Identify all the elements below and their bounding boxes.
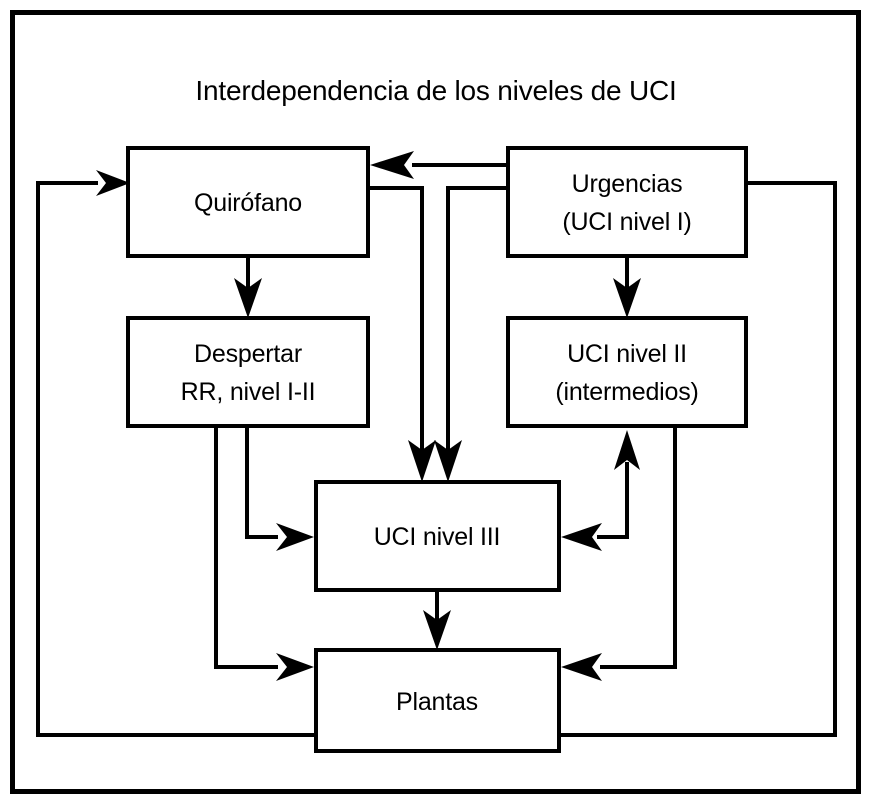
edge-despertar-to-plantas [214,426,314,681]
node-quirofano[interactable]: Quirófano [126,146,370,258]
arrow-head-icon [408,440,436,482]
edge-despertar-to-uci3 [245,426,314,551]
edge-urgencias-to-quirofano [370,151,508,179]
arrow-head-icon [561,523,602,551]
node-despertar-box[interactable] [126,316,370,428]
arrow-head-icon [561,653,602,681]
edge-uci2-to-plantas [561,426,677,681]
edge-urgencias-to-uci3 [434,186,508,482]
node-despertar[interactable]: Despertar RR, nivel I-II [126,316,370,428]
arrow-head-icon [96,170,130,196]
node-despertar-label-line1: Despertar [194,340,302,368]
node-plantas-box[interactable] [314,648,561,753]
node-quirofano-label: Quirófano [194,189,302,217]
node-uci-nivel-ii[interactable]: UCI nivel II (intermedios) [506,316,748,428]
node-quirofano-box[interactable] [126,146,370,258]
arrow-head-icon [370,151,414,179]
node-plantas[interactable]: Plantas [314,648,561,753]
arrow-head-icon [614,430,640,470]
edge-uci2-to-uci3 [561,523,627,551]
node-uci-nivel-ii-box[interactable] [506,316,748,428]
arrow-head-icon [613,278,641,318]
edge-urgencias-to-uci2 [613,256,641,318]
arrow-head-icon [423,610,451,650]
node-urgencias-label-line2: (UCI nivel I) [562,208,691,236]
arrow-head-icon [234,278,262,318]
arrow-head-icon [276,653,314,681]
edge-plantas-to-quirofano [36,170,318,737]
node-uci-nivel-iii-label: UCI nivel III [374,523,501,551]
edge-urgencias-to-plantas [557,181,837,737]
node-plantas-label: Plantas [396,688,478,716]
edge-uci3-to-plantas [423,590,451,650]
edge-quirofano-to-uci3 [368,186,436,482]
node-despertar-label-line2: RR, nivel I-II [181,378,316,406]
node-urgencias[interactable]: Urgencias (UCI nivel I) [506,146,748,258]
arrow-head-icon [434,440,462,482]
node-uci-nivel-ii-label-line1: UCI nivel II [567,340,687,368]
node-urgencias-box[interactable] [506,146,748,258]
node-urgencias-label-line1: Urgencias [572,170,683,198]
edge-quirofano-to-despertar [234,256,262,318]
node-uci-nivel-iii-box[interactable] [314,480,561,592]
node-uci-nivel-iii[interactable]: UCI nivel III [314,480,561,592]
arrow-head-icon [276,523,314,551]
figure-title: Interdependencia de los niveles de UCI [195,75,676,106]
node-uci-nivel-ii-label-line2: (intermedios) [555,378,698,406]
